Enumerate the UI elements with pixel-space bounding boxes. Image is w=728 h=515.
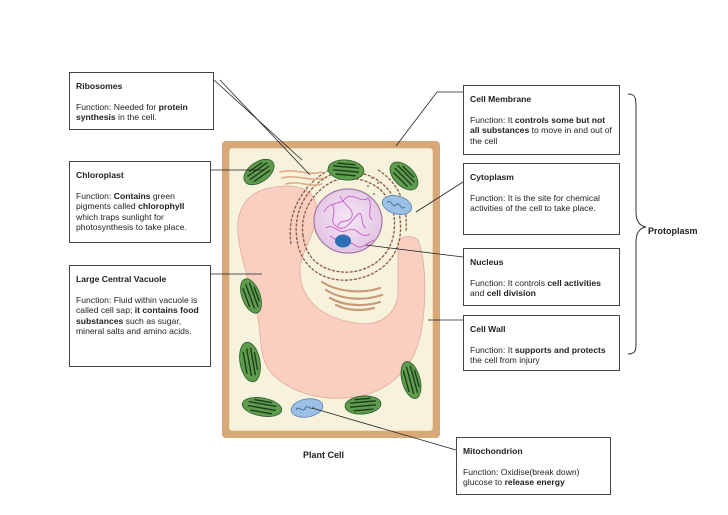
chloroplasts	[239, 158, 422, 417]
mitochondrion-title: Mitochondrion	[463, 446, 523, 456]
golgi-body	[320, 280, 384, 312]
cell-membrane-title: Cell Membrane	[470, 94, 532, 104]
nucleus-title: Nucleus	[470, 257, 504, 267]
mitochondrion-label-box: Mitochondrion Function: Oxidise(break do…	[456, 437, 611, 495]
cytoplasm-granules	[367, 177, 387, 199]
protoplasm-brace	[627, 93, 647, 355]
diagram-caption: Plant Cell	[303, 450, 345, 460]
leader-lines	[211, 79, 464, 451]
cell-wall-title: Cell Wall	[470, 324, 506, 334]
cell-wall-label-box: Cell Wall Function: It supports and prot…	[463, 315, 620, 371]
nucleolus	[335, 234, 351, 248]
vacuole-label-box: Large Central Vacuole Function: Fluid wi…	[69, 265, 211, 367]
ribosomes-label-box: Ribosomes Function: Needed for protein s…	[69, 72, 214, 130]
cell-membrane-label-box: Cell Membrane Function: It controls some…	[463, 85, 620, 155]
ribosomes-title: Ribosomes	[76, 81, 123, 91]
cytoplasm-label-box: Cytoplasm Function: It is the site for c…	[463, 163, 620, 235]
nucleus-label-box: Nucleus Function: It controls cell activ…	[463, 248, 620, 306]
cytoplasm-title: Cytoplasm	[470, 172, 514, 182]
chloroplast-label-box: Chloroplast Function: Contains green pig…	[69, 161, 211, 243]
central-vacuole	[237, 185, 426, 399]
mitochondria	[290, 195, 413, 418]
protoplasm-label: Protoplasm	[648, 226, 698, 236]
chloroplast-title: Chloroplast	[76, 170, 124, 180]
ribosome-strands	[279, 170, 325, 186]
vacuole-title: Large Central Vacuole	[76, 274, 167, 284]
